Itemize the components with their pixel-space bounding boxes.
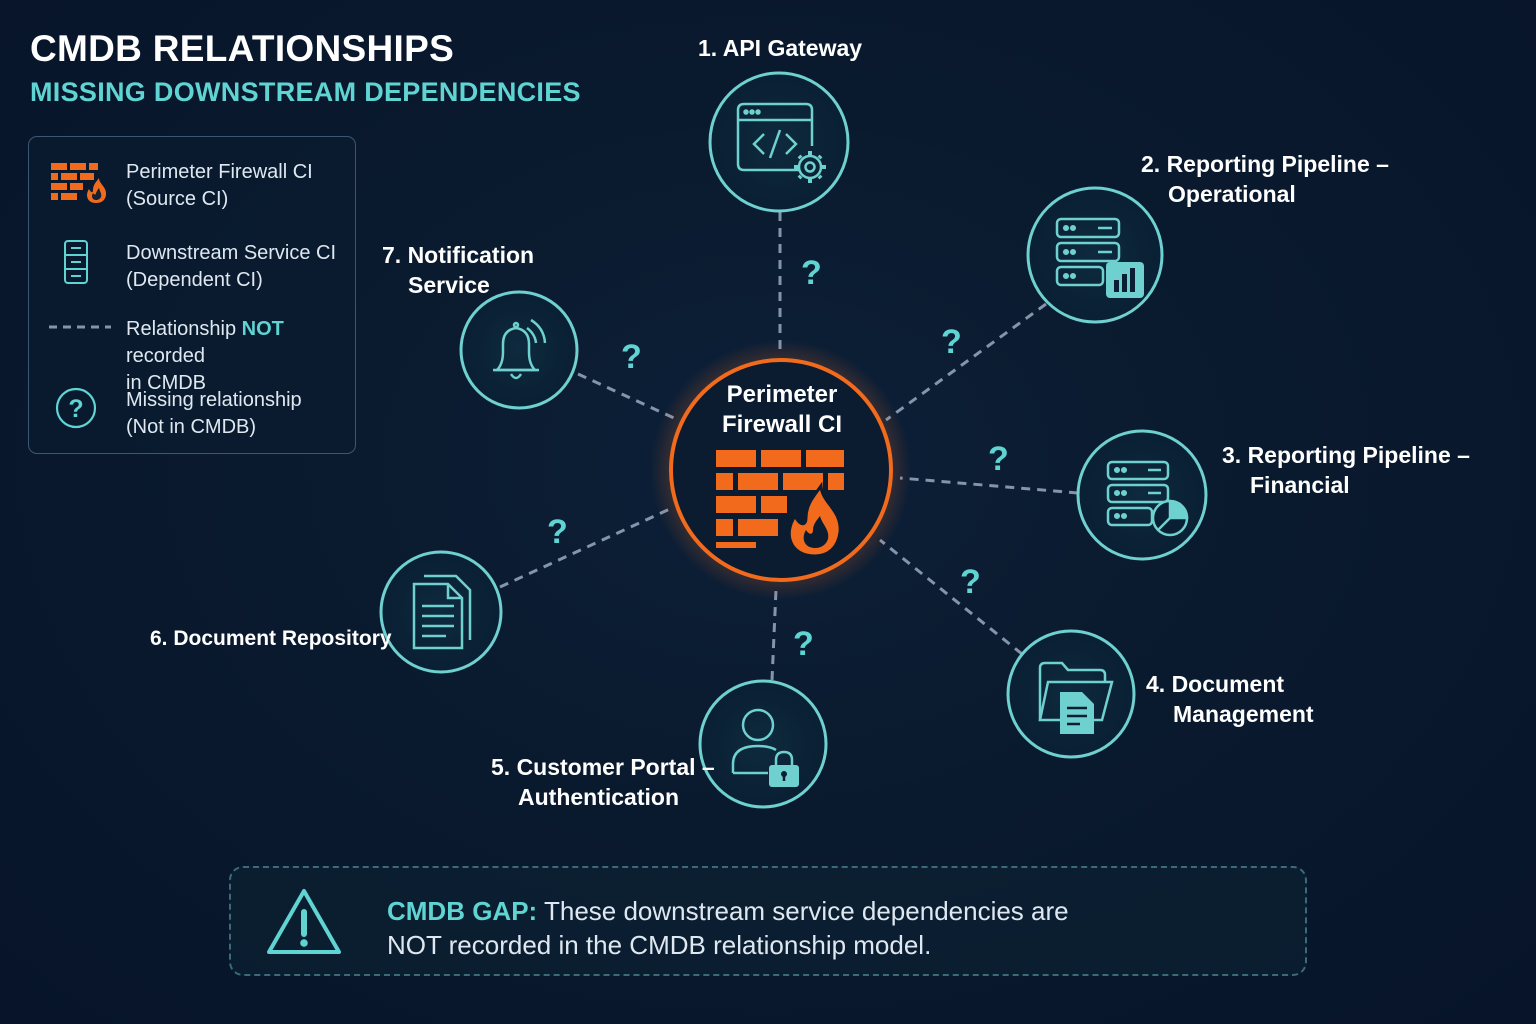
legend-missing-relationship: Missing relationship (Not in CMDB) [126, 387, 302, 441]
node-label-reporting-operational-line1: 2. Reporting Pipeline – [1141, 151, 1389, 177]
firewall-icon [51, 163, 107, 203]
documents-icon [412, 574, 472, 650]
missing-marker-document-repository: ? [547, 513, 568, 551]
legend-not-recorded-after: recorded [126, 345, 205, 367]
node-label-reporting-operational: 2. Reporting Pipeline – Operational [1141, 149, 1389, 209]
warning-triangle-icon [267, 889, 341, 954]
node-notification-service-circle [459, 290, 579, 410]
legend: Perimeter Firewall CI (Source CI) Downst… [28, 136, 356, 454]
node-label-reporting-operational-line2: Operational [1168, 181, 1296, 207]
node-label-reporting-financial-line2: Financial [1250, 472, 1350, 498]
node-label-document-management-line2: Management [1173, 701, 1314, 727]
legend-question-mark: ? [68, 395, 83, 423]
cmdb-gap-callout: CMDB GAP: These downstream service depen… [229, 866, 1307, 976]
missing-marker-reporting-financial: ? [988, 440, 1009, 478]
node-label-notification-service: 7. Notification Service [382, 240, 534, 300]
question-circle-icon: ? [55, 387, 97, 429]
cmdb-gap-text: CMDB GAP: These downstream service depen… [387, 894, 1069, 962]
legend-dependent-ci: Downstream Service CI (Dependent CI) [126, 240, 336, 294]
node-label-api-gateway: 1. API Gateway [698, 35, 863, 61]
firewall-fire-icon [716, 450, 844, 558]
folder-document-icon [1038, 661, 1114, 734]
node-document-repository-circle [379, 550, 503, 674]
connector-document-management [879, 538, 1023, 656]
connector-reporting-operational [885, 302, 1047, 422]
legend-source-ci-note: (Source CI) [126, 188, 229, 210]
legend-missing-note: (Not in CMDB) [126, 416, 257, 438]
server-pie-chart-icon [1106, 460, 1189, 537]
center-node-label-line2: Firewall CI [721, 411, 843, 438]
dashed-line-icon [49, 325, 111, 329]
node-label-document-management-line1: 4. Document [1146, 671, 1285, 697]
node-customer-portal-circle [698, 679, 828, 809]
cmdb-gap-lead: CMDB GAP: [387, 896, 538, 926]
connector-document-repository [499, 506, 673, 589]
legend-source-ci: Perimeter Firewall CI (Source CI) [126, 159, 313, 213]
node-reporting-financial-circle [1076, 429, 1208, 561]
node-label-notification-service-line1: 7. Notification [382, 242, 535, 268]
connector-customer-portal [770, 589, 778, 681]
node-label-customer-portal-line1: 5. Customer Portal – [491, 754, 715, 780]
node-label-reporting-financial: 3. Reporting Pipeline – Financial [1222, 440, 1470, 500]
connector-notification-service [577, 372, 675, 420]
center-node-label: Perimeter Firewall CI [682, 380, 882, 440]
missing-marker-reporting-operational: ? [941, 323, 962, 361]
legend-not-recorded-before: Relationship [126, 318, 237, 340]
node-label-document-repository: 6. Document Repository [150, 627, 392, 650]
page-subtitle: MISSING DOWNSTREAM DEPENDENCIES [30, 77, 581, 107]
legend-not-recorded: Relationship NOT recorded in CMDB [126, 316, 355, 397]
code-window-gear-icon [736, 102, 826, 183]
missing-marker-api-gateway: ? [801, 254, 822, 292]
legend-missing-title: Missing relationship [126, 389, 302, 411]
node-label-reporting-financial-line1: 3. Reporting Pipeline – [1222, 442, 1470, 468]
legend-not-recorded-title: Relationship NOT recorded [126, 316, 355, 370]
legend-not-recorded-note: in CMDB [126, 372, 207, 394]
legend-source-ci-title: Perimeter Firewall CI [126, 161, 313, 183]
node-label-customer-portal-line2: Authentication [518, 784, 679, 810]
user-lock-icon [731, 708, 799, 787]
legend-dependent-ci-note: (Dependent CI) [126, 269, 263, 291]
server-icon [64, 240, 88, 284]
bell-icon [493, 318, 547, 380]
legend-dependent-ci-title: Downstream Service CI [126, 242, 337, 264]
missing-marker-document-management: ? [960, 563, 981, 601]
missing-marker-notification-service: ? [621, 338, 642, 376]
cmdb-gap-line2: NOT recorded in the CMDB relationship mo… [387, 930, 932, 960]
node-label-notification-service-line2: Service [408, 272, 490, 298]
node-label-customer-portal: 5. Customer Portal – Authentication [491, 752, 715, 812]
server-bar-chart-icon [1055, 217, 1144, 298]
page-title: CMDB RELATIONSHIPS [30, 28, 455, 69]
cmdb-gap-line1: These downstream service dependencies ar… [543, 896, 1069, 926]
node-label-document-management: 4. Document Management [1146, 669, 1314, 729]
legend-not-highlight: NOT [241, 318, 284, 340]
missing-marker-customer-portal: ? [793, 625, 814, 663]
center-node-label-line1: Perimeter [726, 381, 838, 408]
connector-reporting-financial [899, 476, 1079, 495]
node-api-gateway-circle [708, 71, 850, 213]
